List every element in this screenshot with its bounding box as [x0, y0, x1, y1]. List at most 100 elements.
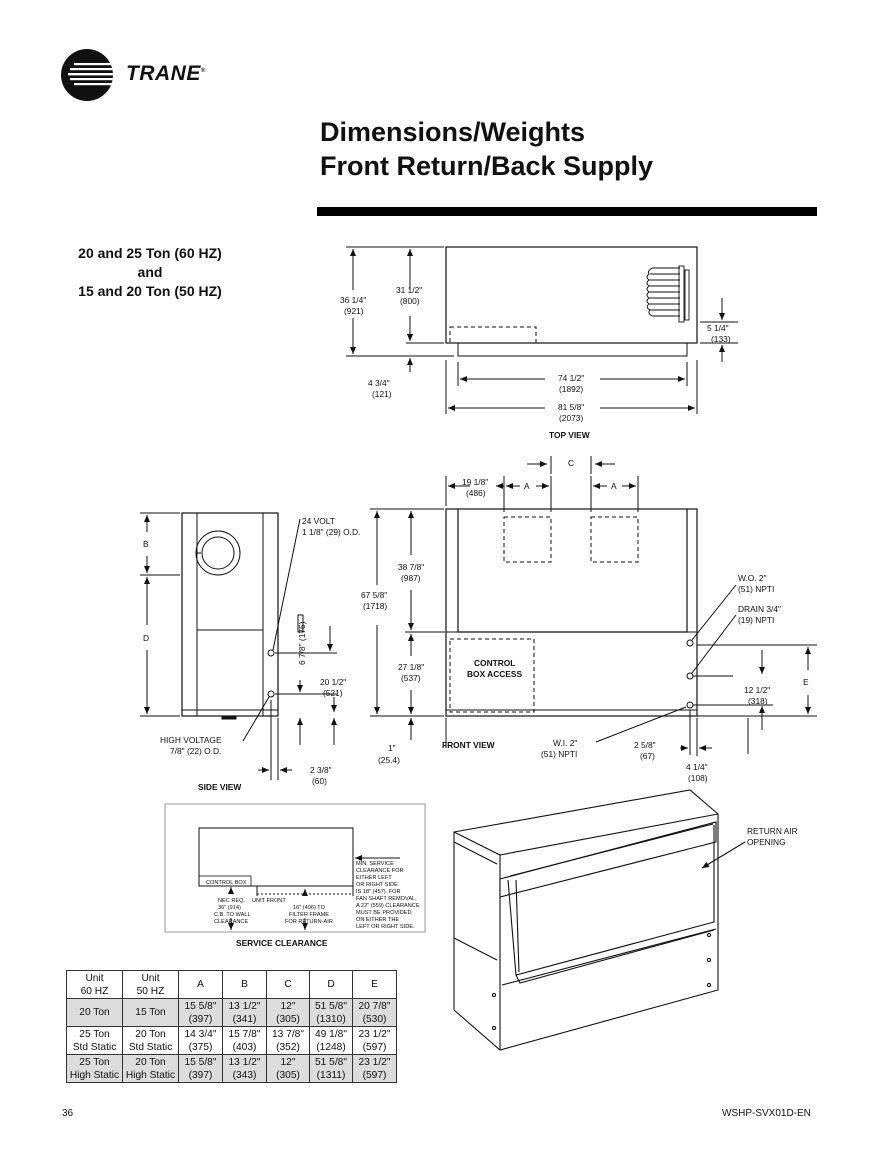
nec-line-2: 36" (914): [218, 905, 241, 911]
dim-27-in: 27 1/8": [398, 662, 424, 672]
dim-31-mm: (800): [400, 296, 420, 306]
isometric-view: [453, 789, 746, 1051]
header-b: B: [222, 970, 267, 999]
cell: 15 5/8"(397): [178, 1054, 223, 1083]
dim-2-5-mm: (67): [640, 751, 655, 761]
dim-2-3-mm: (60): [312, 776, 327, 786]
header-a: A: [178, 970, 223, 999]
label-c: C: [568, 458, 574, 468]
cell: 15 7/8"(403): [222, 1026, 267, 1055]
trane-globe-icon: [61, 49, 113, 101]
dim-74-in: 74 1/2": [558, 373, 584, 383]
cell: 12"(305): [266, 998, 310, 1027]
cell: 15 5/8"(397): [178, 998, 223, 1027]
label-b: B: [143, 539, 149, 549]
dim-20-in: 20 1/2": [320, 677, 346, 687]
hv-label-2: 7/8" (22) O.D.: [170, 746, 221, 756]
dim-19-mm: (486): [466, 488, 486, 498]
control-box-label-1: CONTROL: [474, 658, 515, 668]
nec-line-3: C.B. TO WALL: [214, 912, 251, 918]
dim-2-3-in: 2 3/8": [310, 765, 332, 775]
wi-label-2: (51) NPTI: [541, 749, 577, 759]
note-line-5: IS 18" (457). FOR: [356, 889, 401, 895]
service-unit-front: UNIT FRONT: [252, 898, 286, 904]
front-view: [370, 456, 817, 756]
dim-6-in: 6 7/8" (175): [297, 621, 307, 665]
wo-label-2: (51) NPTI: [738, 584, 774, 594]
dim-20-mm: (521): [323, 688, 343, 698]
label-d: D: [143, 633, 149, 643]
coil-icon: [646, 265, 690, 323]
dim-5-mm: (133): [711, 334, 731, 344]
note-line-2: CLEARANCE FOR: [356, 868, 404, 874]
dim-12-mm: (318): [748, 696, 768, 706]
cell: 23 1/2"(597): [352, 1026, 397, 1055]
control-box-label-2: BOX ACCESS: [467, 669, 522, 679]
cell: 15 Ton: [122, 998, 179, 1027]
note-line-10: LEFT OR RIGHT SIDE.: [356, 924, 415, 930]
note-line-8: MUST BE PROVIDED: [356, 910, 412, 916]
doc-number: WSHP-SVX01D-EN: [722, 1108, 811, 1119]
header-c: C: [266, 970, 310, 999]
top-view: [346, 246, 738, 414]
brand-logo: TRANE®: [60, 48, 230, 104]
subhead-line-2: and: [137, 264, 163, 280]
dim-38-in: 38 7/8": [398, 562, 424, 572]
note-line-1: MIN. SERVICE: [356, 861, 394, 867]
header-d: D: [309, 970, 353, 999]
filter-line-2: FILTER FRAME: [289, 912, 329, 918]
dim-5-in: 5 1/4": [707, 323, 729, 333]
hv-label-1: HIGH VOLTAGE: [160, 735, 222, 745]
wi-label-1: W.I. 2": [553, 738, 577, 748]
cell: 20 7/8"(530): [352, 998, 397, 1027]
drain-label-2: (19) NPTI: [738, 615, 774, 625]
title-line-1: Dimensions/Weights: [320, 117, 586, 147]
page-title: Dimensions/Weights Front Return/Back Sup…: [320, 115, 653, 183]
table-row: 20 Ton 15 Ton 15 5/8"(397) 13 1/2"(341) …: [66, 998, 397, 1027]
unit-size-heading: 20 and 25 Ton (60 HZ) and 15 and 20 Ton …: [55, 244, 245, 301]
subhead-line-1: 20 and 25 Ton (60 HZ): [78, 245, 222, 261]
dim-67-mm: (1718): [363, 601, 387, 611]
nec-line-1: NEC REQ.: [218, 898, 245, 904]
dim-4-in: 4 3/4": [368, 378, 390, 388]
cell: 14 3/4"(375): [178, 1026, 223, 1055]
dim-1-in: 1": [388, 743, 396, 753]
dim-67-in: 67 5/8": [361, 590, 387, 600]
dim-38-mm: (987): [401, 573, 421, 583]
return-air-label-1: RETURN AIR: [747, 826, 798, 836]
page-number: 36: [62, 1108, 74, 1119]
dim-12-in: 12 1/2": [744, 685, 770, 695]
cell: 23 1/2"(597): [352, 1054, 397, 1083]
service-clearance-diagram: [164, 803, 426, 933]
dim-1-mm: (25.4): [378, 755, 400, 765]
filter-line-1: 16" (406) TO: [293, 905, 326, 911]
cell: 13 1/2"(341): [222, 998, 267, 1027]
dim-2-5-in: 2 5/8": [634, 740, 656, 750]
brand-name: TRANE®: [126, 62, 206, 85]
dim-81-in: 81 5/8": [558, 402, 584, 412]
filter-line-3: FOR RETURN-AIR: [285, 919, 333, 925]
cell: 13 1/2"(343): [222, 1054, 267, 1083]
dim-31-in: 31 1/2": [396, 285, 422, 295]
title-line-2: Front Return/Back Supply: [320, 151, 654, 181]
volt-label-1: 24 VOLT: [302, 516, 335, 526]
label-a-2: A: [611, 481, 617, 491]
side-view: [140, 512, 337, 780]
dim-81-mm: (2073): [559, 413, 583, 423]
dim-19-in: 19 1/8": [462, 477, 488, 487]
cell: 51 5/8"(1311): [309, 1054, 353, 1083]
top-view-caption: TOP VIEW: [549, 430, 590, 440]
dim-4-1-in: 4 1/4": [686, 762, 708, 772]
service-control-box: CONTROL BOX: [206, 880, 247, 886]
dim-74-mm: (1892): [559, 384, 583, 394]
note-line-4: OR RIGHT SIDE: [356, 882, 398, 888]
